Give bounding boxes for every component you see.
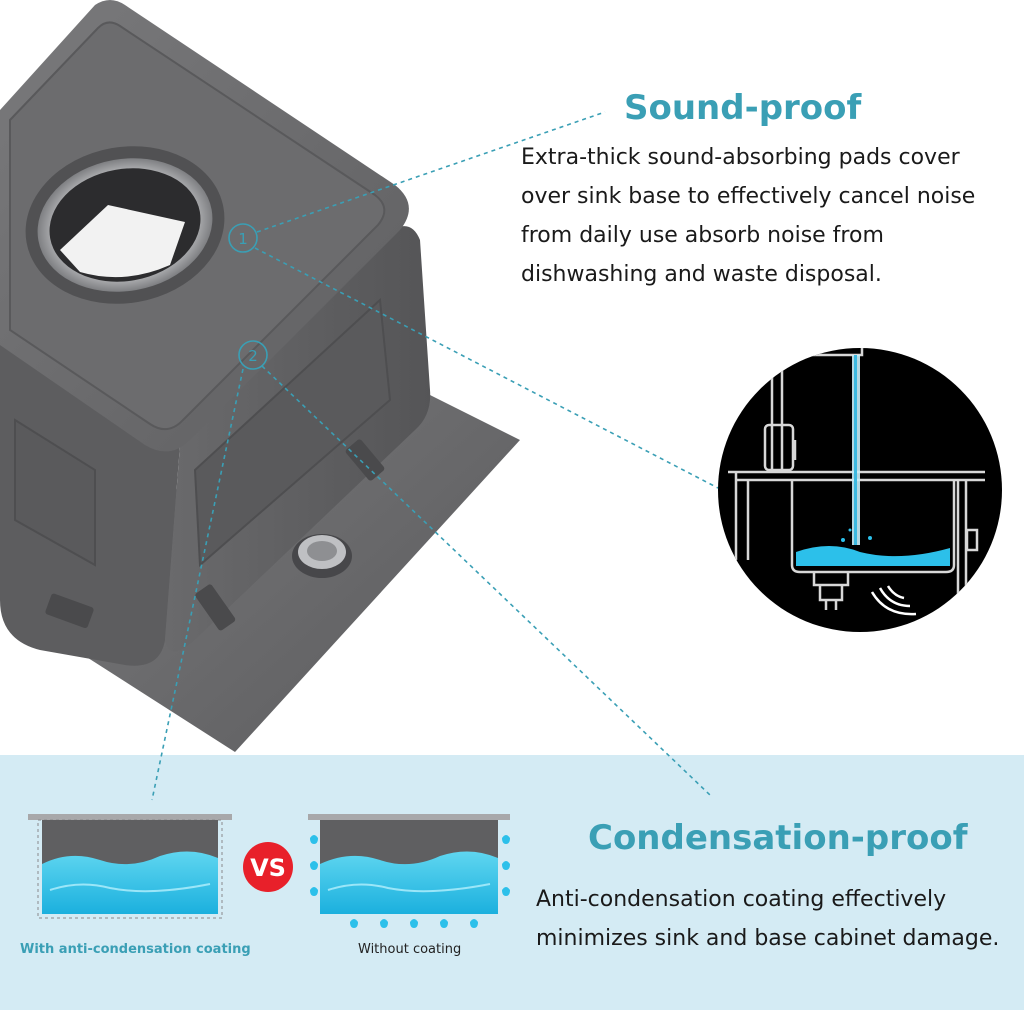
coated-sink-diagram xyxy=(28,814,232,919)
marker-1-label: 1 xyxy=(238,230,248,248)
uncoated-sink-diagram xyxy=(308,814,510,928)
vs-label: VS xyxy=(250,854,286,882)
sound-proof-description: Extra-thick sound-absorbing pads cover o… xyxy=(521,145,976,287)
sound-wave-icon xyxy=(870,585,917,616)
coated-sink-caption: With anti-condensation coating xyxy=(20,942,251,957)
marker-2: 2 xyxy=(238,340,268,370)
sound-proof-title: Sound-proof xyxy=(624,88,862,128)
noise-inset xyxy=(718,348,1002,632)
condensation-proof-description: Anti-condensation coating effectively mi… xyxy=(536,887,1000,951)
uncoated-sink-caption: Without coating xyxy=(358,942,462,957)
condensation-proof-title: Condensation-proof xyxy=(588,818,968,858)
sink-image xyxy=(0,0,520,752)
callout-lines xyxy=(151,111,719,801)
marker-2-label: 2 xyxy=(248,347,258,365)
vs-badge: VS xyxy=(243,842,293,892)
marker-1: 1 xyxy=(228,223,258,253)
droplet-icons xyxy=(310,835,510,928)
